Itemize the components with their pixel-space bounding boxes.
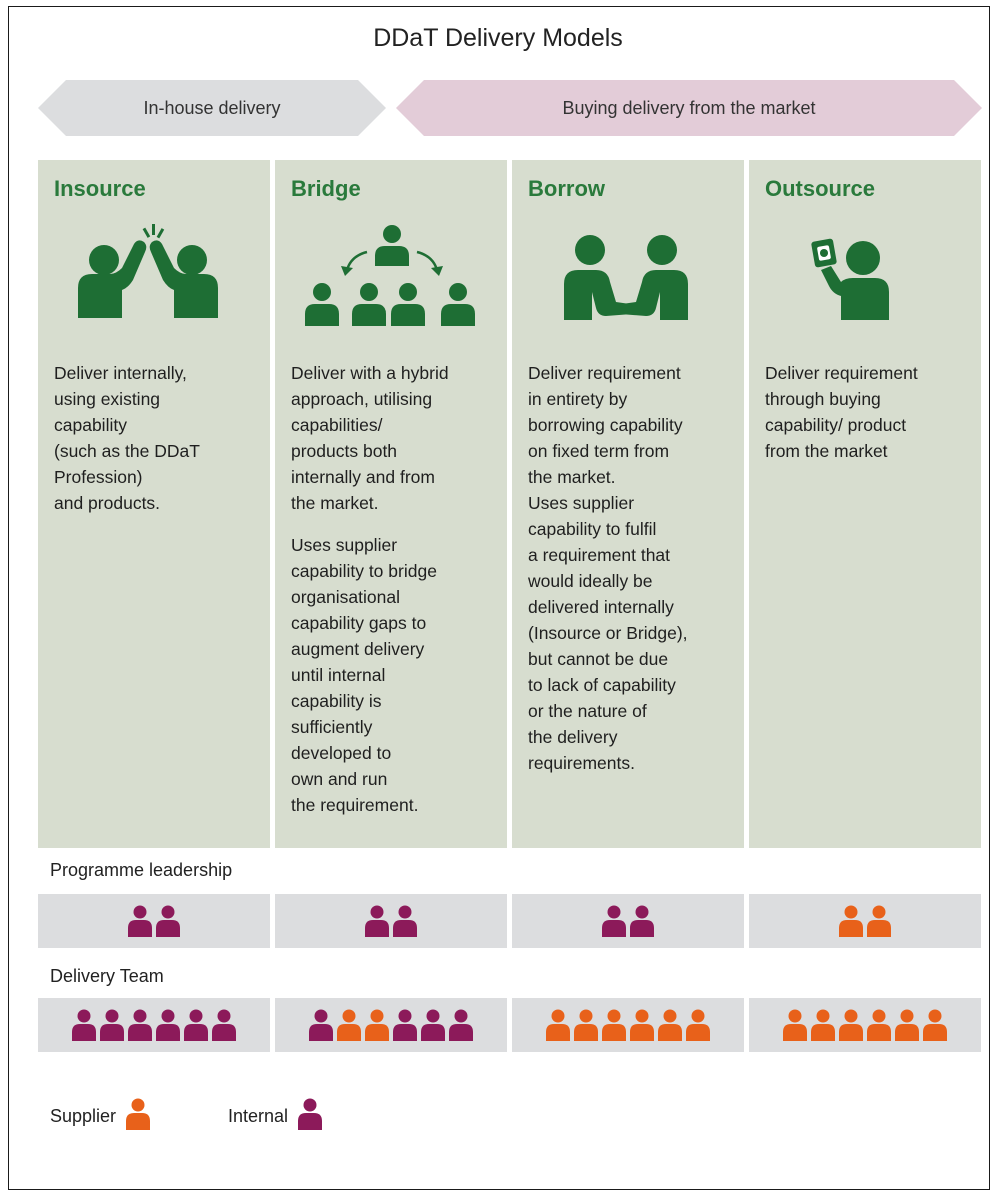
internal-person-icon [212, 1009, 236, 1041]
banner-inhouse-label: In-house delivery [143, 97, 281, 118]
supplier-person-icon [867, 1009, 891, 1041]
column-heading: Outsource [765, 176, 876, 201]
handshake-icon [512, 222, 744, 320]
column-borrow: Borrow Deliver requirement in entirety b… [512, 160, 744, 848]
column-heading: Borrow [528, 176, 605, 201]
column-description: Deliver with a hybrid approach, utilisin… [291, 363, 449, 513]
internal-person-icon [421, 1009, 445, 1041]
banner-market-label: Buying delivery from the market [562, 97, 816, 118]
leadership-strip-bridge [275, 894, 507, 948]
legend-supplier-label: Supplier [50, 1106, 117, 1126]
delivery-people [783, 1009, 947, 1041]
internal-person-icon [602, 905, 626, 937]
programme-leadership-label: Programme leadership [50, 860, 233, 880]
supplier-person-icon [839, 905, 863, 937]
internal-person-icon [449, 1009, 473, 1041]
supplier-person-icon [783, 1009, 807, 1041]
leadership-people [602, 905, 654, 937]
internal-person-icon [72, 1009, 96, 1041]
column-heading: Insource [54, 176, 146, 201]
column-description: Deliver internally, using existing capab… [54, 363, 200, 513]
internal-person-icon [156, 905, 180, 937]
legend-internal-label: Internal [228, 1106, 289, 1126]
internal-person-icon [393, 905, 417, 937]
delivery-people [309, 1009, 473, 1041]
leadership-strip-outsource [749, 894, 981, 948]
team-hierarchy-icon [275, 222, 507, 326]
supplier-person-icon [574, 1009, 598, 1041]
column-insource: Insource Deliver internally, using exist… [38, 160, 270, 848]
supplier-person-icon [895, 1009, 919, 1041]
internal-person-icon [184, 1009, 208, 1041]
legend-supplier: Supplier [50, 1098, 151, 1135]
internal-person-icon [309, 1009, 333, 1041]
delivery-strip-outsource [749, 998, 981, 1052]
delivery-strip-borrow [512, 998, 744, 1052]
supplier-person-icon [867, 905, 891, 937]
column-bridge: Bridge Deliver with a hybrid approach, u… [275, 160, 507, 848]
supplier-person-icon [365, 1009, 389, 1041]
delivery-people [72, 1009, 236, 1041]
delivery-strip-bridge [275, 998, 507, 1052]
internal-person-icon [630, 905, 654, 937]
diagram-title: DDaT Delivery Models [373, 24, 623, 52]
leadership-people [365, 905, 417, 937]
supplier-person-icon [602, 1009, 626, 1041]
banner-inhouse-delivery: In-house delivery [38, 80, 386, 136]
column-description: Deliver requirement through buying capab… [765, 363, 918, 461]
internal-person-icon [128, 905, 152, 937]
internal-person-icon [365, 905, 389, 937]
delivery-people [546, 1009, 710, 1041]
legend-internal: Internal [228, 1098, 323, 1135]
leadership-people [839, 905, 891, 937]
supplier-person-icon [126, 1098, 151, 1130]
internal-person-icon [100, 1009, 124, 1041]
delivery-team-label: Delivery Team [50, 966, 164, 986]
column-description: Deliver requirement in entirety by borro… [528, 363, 688, 773]
banner-buying-from-market: Buying delivery from the market [396, 80, 982, 136]
supplier-person-icon [839, 1009, 863, 1041]
delivery-strip-insource [38, 998, 270, 1052]
internal-person-icon [298, 1098, 323, 1135]
supplier-person-icon [337, 1009, 361, 1041]
internal-person-icon [128, 1009, 152, 1041]
supplier-person-icon [686, 1009, 710, 1041]
column-heading: Bridge [291, 176, 361, 201]
column-outsource: Outsource Deliver requirement through bu… [749, 160, 981, 848]
supplier-person-icon [658, 1009, 682, 1041]
leadership-people [128, 905, 180, 937]
internal-person-icon [393, 1009, 417, 1041]
internal-person-icon [156, 1009, 180, 1041]
leadership-strip-insource [38, 894, 270, 948]
supplier-person-icon [126, 1098, 151, 1135]
supplier-person-icon [811, 1009, 835, 1041]
leadership-strip-borrow [512, 894, 744, 948]
internal-person-icon [298, 1098, 323, 1130]
supplier-person-icon [546, 1009, 570, 1041]
supplier-person-icon [923, 1009, 947, 1041]
money-payment-icon [749, 222, 981, 320]
high-five-icon [38, 222, 270, 318]
supplier-person-icon [630, 1009, 654, 1041]
column-description-continued: Uses supplier capability to bridge organ… [291, 535, 437, 815]
